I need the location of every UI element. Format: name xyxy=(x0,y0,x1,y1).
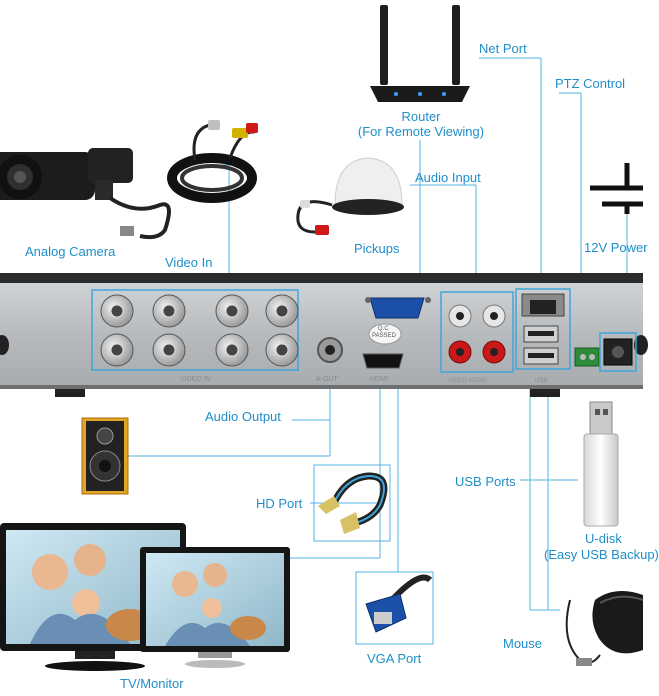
usb-stick-image xyxy=(583,401,619,527)
vga-cable-image xyxy=(355,571,434,645)
u-disk-sublabel: (Easy USB Backup) xyxy=(544,547,659,562)
ptz-power-ports xyxy=(574,332,637,372)
router-label: Router xyxy=(401,109,441,124)
panel-hdmi-text: HDMI xyxy=(370,376,388,383)
net-port-label: Net Port xyxy=(479,41,527,56)
bnc-connector-center-7 xyxy=(225,343,239,357)
hdmi-cable-image xyxy=(313,464,391,542)
pickup-microphone-image xyxy=(296,157,404,235)
hd-port-label: HD Port xyxy=(256,496,303,511)
u-disk-label: U-disk xyxy=(585,531,622,546)
panel-video-in-text: VIDEO IN xyxy=(180,376,211,383)
panel-usb-text: USB xyxy=(535,378,548,384)
audio-output-label: Audio Output xyxy=(205,409,281,424)
qc-sticker xyxy=(368,323,402,345)
usb-ports-label: USB Ports xyxy=(455,474,516,489)
router-sublabel: (For Remote Viewing) xyxy=(357,124,485,139)
tv-monitor-small-image xyxy=(140,547,290,668)
pickups-label: Pickups xyxy=(354,241,400,256)
video-cable-image xyxy=(167,120,258,203)
net-usb-ports xyxy=(515,288,571,370)
hdmi-port xyxy=(362,353,404,369)
bnc-connector-center-2 xyxy=(162,304,176,318)
power-symbol-image xyxy=(590,163,643,214)
mouse-image xyxy=(565,591,644,666)
audio-input-label: Audio Input xyxy=(415,170,481,185)
audio-out-port xyxy=(317,337,343,363)
video-in-label: Video In xyxy=(165,255,213,270)
vga-port xyxy=(365,297,431,319)
rca-ports xyxy=(440,291,514,373)
connection-diagram: Net Port PTZ Control Router (For Remote … xyxy=(0,5,659,691)
analog-camera-image xyxy=(0,148,171,240)
bnc-connector-center-1 xyxy=(110,304,124,318)
bnc-connector-center-6 xyxy=(162,343,176,357)
bnc-connector-center-3 xyxy=(225,304,239,318)
analog-camera-label: Analog Camera xyxy=(25,244,116,259)
power-label: 12V Power xyxy=(584,240,648,255)
diagram-graphics xyxy=(0,5,648,671)
speaker-image xyxy=(81,417,129,495)
mouse-label: Mouse xyxy=(503,636,543,651)
bnc-connector-center-5 xyxy=(110,343,124,357)
qc-line2: PASSED xyxy=(372,333,396,339)
panel-a-out-text: A-OUT xyxy=(316,376,338,383)
tv-monitor-label: TV/Monitor xyxy=(120,676,184,691)
ptz-control-label: PTZ Control xyxy=(555,76,626,91)
bnc-connector-center-8 xyxy=(275,343,289,357)
vga-port-label: VGA Port xyxy=(367,651,422,666)
router-image xyxy=(370,5,470,102)
qc-line1: Q.C xyxy=(378,326,389,332)
panel-audio-text: VIDEO AUDIO xyxy=(448,378,488,384)
video-in-ports xyxy=(91,289,299,371)
bnc-connector-center-4 xyxy=(275,304,289,318)
